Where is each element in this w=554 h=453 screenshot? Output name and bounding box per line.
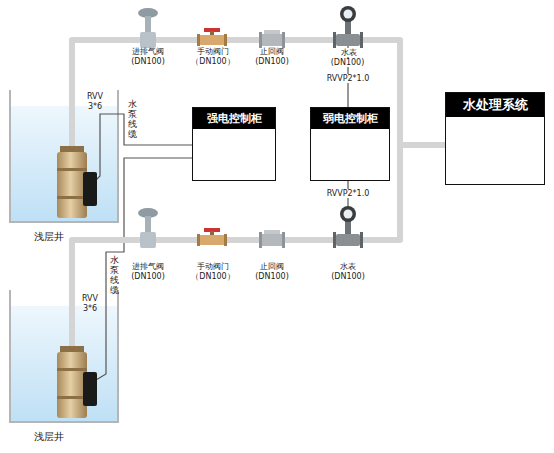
part-label: RVV 3*6 [78, 294, 102, 313]
part-label: 止回阀 (DN100) [252, 262, 292, 281]
check-valve-symbol [259, 230, 285, 248]
cabinet-box: 水处理系统 [445, 92, 545, 185]
box-title: 水处理系统 [446, 93, 544, 117]
air-valve-symbol [138, 8, 158, 48]
part-label: RVVP2*1.0 [322, 74, 374, 84]
riser-pipe [69, 290, 75, 350]
valve-row [138, 6, 363, 48]
submersible-pump [57, 346, 97, 418]
part-label: 水表 (DN100) [328, 48, 368, 67]
pump-cable [96, 290, 106, 380]
cabinet-box: 强电控制柜 [192, 107, 276, 181]
part-label: RVV 3*6 [84, 92, 106, 111]
well-label: 浅层井 [34, 430, 64, 444]
pump-cable [96, 114, 118, 180]
valve-row [138, 206, 363, 248]
cable-label: 水泵线缆 [110, 256, 119, 296]
cabinet-box: 弱电控制柜 [310, 107, 390, 181]
submersible-pump [57, 146, 97, 218]
box-title: 弱电控制柜 [311, 108, 389, 129]
part-label: 进排气阀 (DN100) [124, 47, 172, 66]
part-label: 进排气阀 (DN100) [124, 262, 172, 281]
well-bottom [10, 290, 118, 422]
well-label: 浅层井 [34, 230, 64, 244]
air-valve-symbol [138, 208, 158, 248]
riser-pipe [69, 90, 75, 150]
well-top [10, 90, 118, 222]
part-label: 止回阀 (DN100) [252, 47, 292, 66]
part-label: 手动阀门（DN100） [176, 47, 250, 66]
cable-label: 水泵线缆 [128, 100, 137, 140]
part-label: 水表 (DN100) [328, 262, 368, 281]
part-label: 手动阀门（DN100） [176, 262, 250, 281]
part-label: RVVP2*1.0 [322, 189, 374, 199]
manual-valve-symbol [197, 228, 227, 246]
box-title: 强电控制柜 [193, 108, 275, 129]
manual-valve-symbol [197, 28, 227, 46]
water-meter-symbol [333, 206, 363, 248]
well-shape: 浅层井 [10, 290, 118, 422]
water-meter-symbol [333, 6, 363, 48]
check-valve-symbol [259, 30, 285, 48]
